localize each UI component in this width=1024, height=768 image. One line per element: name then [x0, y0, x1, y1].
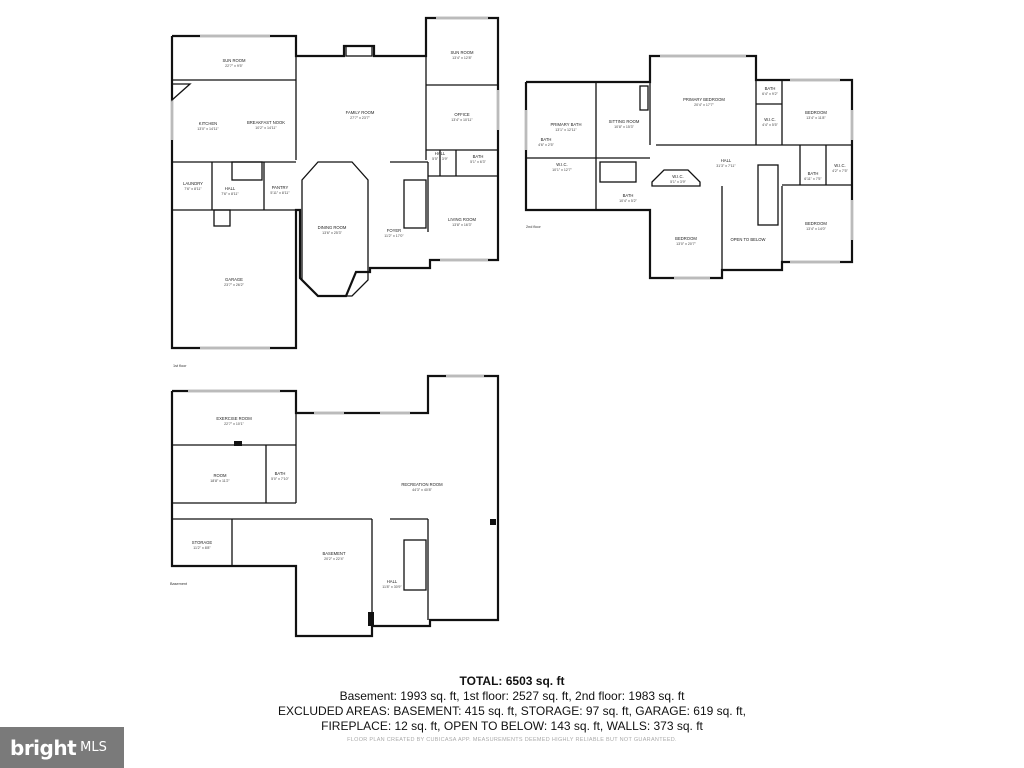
room-label: HALL [225, 186, 236, 191]
room-dim: 7'6" x 8'11" [221, 192, 239, 196]
room-dim: 11'2" x 17'0" [384, 234, 404, 238]
floor-label: 1st floor [173, 364, 187, 368]
room-label: GARAGE [225, 277, 243, 282]
room-label: BATH [275, 471, 286, 476]
room-dim: 10'4" x 5'2" [619, 199, 637, 203]
room-dim: 22'7" x 10'1" [224, 422, 244, 426]
room-label: HALL [435, 151, 446, 156]
room-dim: 6'4" x 9'2" [762, 92, 778, 96]
room-label: W.I.C. [556, 162, 567, 167]
room-dim: 10'8" x 15'3" [614, 125, 634, 129]
room-dim: 44'3" x 40'8" [412, 488, 432, 492]
room-dim: 22'7" x 9'5" [225, 64, 243, 68]
floor-label: Basement [170, 582, 188, 586]
room-label: FAMILY ROOM [346, 110, 375, 115]
room-label: EXERCISE ROOM [216, 416, 252, 421]
room-dim: 11'8" x 30'9" [382, 585, 402, 589]
room-label: LIVING ROOM [448, 217, 476, 222]
room-label: BEDROOM [805, 110, 827, 115]
second-floor-plan [524, 54, 854, 280]
room-dim: 20'4" x 17'7" [694, 103, 714, 107]
room-dim: 5'1" x 3'9" [670, 180, 686, 184]
room-label: BATH [765, 86, 776, 91]
room-label: DINING ROOM [318, 225, 347, 230]
room-dim: 4'4" x 5'5" [762, 123, 778, 127]
floor-areas: Basement: 1993 sq. ft, 1st floor: 2527 s… [339, 689, 685, 703]
room-label: BATH [623, 193, 634, 198]
room-label: BATH [473, 154, 484, 159]
room-dim: 5'5" x 3'9" [432, 157, 448, 161]
room-label: SITTING ROOM [609, 119, 640, 124]
room-dim: 10'1" x 12'7" [552, 168, 572, 172]
room-dim: 4'2" x 7'5" [832, 169, 848, 173]
room-dim: 13'4" x 10'11" [451, 118, 473, 122]
logo-suffix: MLS [80, 740, 107, 755]
room-dim: 13'8" x 16'3" [452, 223, 472, 227]
first-floor-plan [170, 16, 500, 350]
room-label: PRIMARY BEDROOM [683, 97, 725, 102]
excluded-areas: EXCLUDED AREAS: BASEMENT: 415 sq. ft, ST… [278, 704, 746, 718]
room-dim: 6'11" x 7'5" [804, 177, 822, 181]
room-label: BREAKFAST NOOK [247, 120, 285, 125]
room-dim: 4'6" x 2'5" [538, 143, 554, 147]
room-label: RECREATION ROOM [401, 482, 443, 487]
room-label: OPEN TO BELOW [731, 237, 766, 242]
room-dim: 18'8" x 11'2" [210, 479, 230, 483]
room-dim: 13'0" x 20'7" [676, 242, 696, 246]
room-dim: 7'6" x 8'11" [184, 187, 202, 191]
bright-mls-logo: bright MLS [0, 727, 124, 768]
room-label: PANTRY [272, 185, 289, 190]
room-label: STORAGE [192, 540, 213, 545]
room-dim: 10'2" x 14'11" [255, 126, 277, 130]
room-label: OFFICE [454, 112, 470, 117]
room-dim: 5'1" x 6'3" [470, 160, 486, 164]
room-label: HALL [387, 579, 398, 584]
room-label: HALL [721, 158, 732, 163]
room-dim: 5'11" x 8'11" [270, 191, 290, 195]
area-summary: TOTAL: 6503 sq. ft Basement: 1993 sq. ft… [0, 674, 1024, 743]
room-label: BATH [808, 171, 819, 176]
room-label: BATH [541, 137, 552, 142]
room-label: W.I.C. [672, 174, 683, 179]
room-label: BEDROOM [675, 236, 697, 241]
room-dim: 13'4" x 12'8" [452, 56, 472, 60]
first-floor-labels: SUN ROOM 22'7" x 9'5" KITCHEN 13'0" x 14… [173, 50, 487, 368]
basement-labels: EXERCISE ROOM 22'7" x 10'1" ROOM 18'8" x… [170, 416, 443, 589]
room-label: BASEMENT [322, 551, 345, 556]
total-area: TOTAL: 6503 sq. ft [459, 674, 565, 688]
room-label: SUN ROOM [222, 58, 246, 63]
room-dim: 13'0" x 14'11" [197, 127, 219, 131]
room-label: ROOM [213, 473, 227, 478]
disclaimer: FLOOR PLAN CREATED BY CUBICASA APP. MEAS… [347, 737, 677, 743]
room-dim: 13'6" x 25'3" [322, 231, 342, 235]
second-floor-labels: PRIMARY BATH 13'1" x 12'11" SITTING ROOM… [526, 86, 849, 246]
room-label: FOYER [387, 228, 401, 233]
room-label: SUN ROOM [450, 50, 474, 55]
room-dim: 27'7" x 23'7" [350, 116, 370, 120]
room-label: LAUNDRY [183, 181, 203, 186]
room-label: BEDROOM [805, 221, 827, 226]
room-label: KITCHEN [199, 121, 217, 126]
basement-plan [170, 374, 500, 638]
room-dim: 13'4" x 11'8" [806, 116, 826, 120]
room-dim: 20'2" x 22'4" [324, 557, 344, 561]
room-dim: 5'0" x 7'10" [271, 477, 289, 481]
room-dim: 13'1" x 12'11" [555, 128, 577, 132]
room-dim: 31'3" x 7'11" [716, 164, 736, 168]
logo-word: bright [10, 735, 77, 760]
room-dim: 23'7" x 26'2" [224, 283, 244, 287]
excluded-areas-continued: FIREPLACE: 12 sq. ft, OPEN TO BELOW: 143… [321, 719, 703, 733]
room-label: PRIMARY BATH [551, 122, 582, 127]
floor-label: 2nd floor [526, 225, 542, 229]
room-label: W.I.C. [764, 117, 775, 122]
room-dim: 11'2" x 8'8" [193, 546, 211, 550]
room-label: W.I.C. [834, 163, 845, 168]
room-dim: 13'4" x 14'0" [806, 227, 826, 231]
